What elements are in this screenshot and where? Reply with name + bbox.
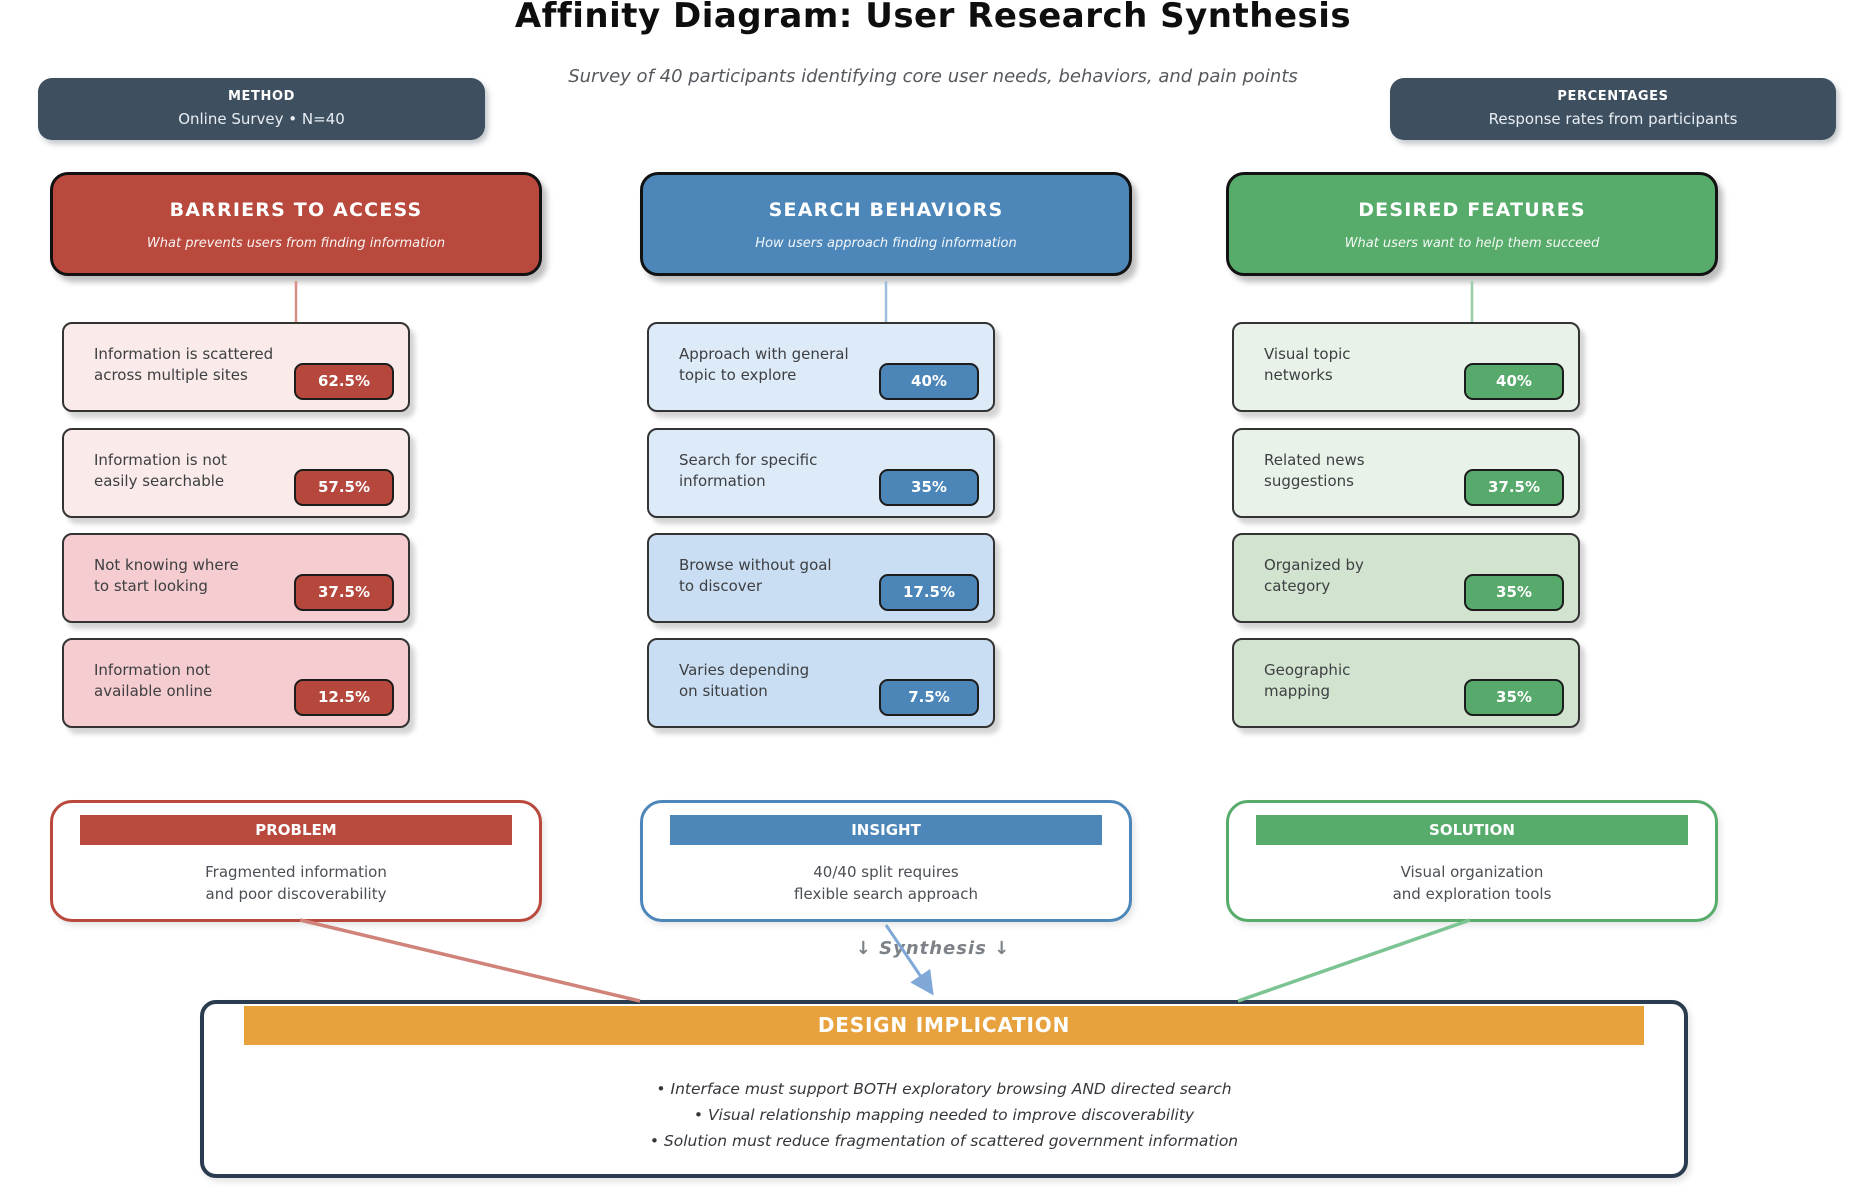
percentage-value-badge: 62.5%	[294, 363, 394, 400]
method-badge-subtitle: Online Survey • N=40	[178, 110, 345, 128]
percentage-value-badge: 40%	[1464, 363, 1564, 400]
arrow-problem-to-design	[299, 918, 641, 1003]
percentage-value-badge: 37.5%	[1464, 469, 1564, 506]
percentages-badge: PERCENTAGES Response rates from particip…	[1390, 78, 1836, 140]
design-implication-title: DESIGN IMPLICATION	[244, 1006, 1644, 1045]
design-bullet: • Interface must support BOTH explorator…	[656, 1080, 1232, 1098]
percentage-value-badge: 35%	[1464, 679, 1564, 716]
column-header-desired-features: DESIRED FEATURES What users want to help…	[1226, 172, 1718, 276]
arrow-solution-to-design	[1237, 918, 1471, 1003]
design-implication-box: DESIGN IMPLICATION • Interface must supp…	[200, 1000, 1688, 1178]
percentage-value-badge: 40%	[879, 363, 979, 400]
percentage-value-badge: 57.5%	[294, 469, 394, 506]
column-subtitle: What prevents users from finding informa…	[146, 236, 446, 251]
column-header-search-behaviors: SEARCH BEHAVIORS How users approach find…	[640, 172, 1132, 276]
percentage-value-badge: 37.5%	[294, 574, 394, 611]
percentage-value-badge: 7.5%	[879, 679, 979, 716]
method-badge: METHOD Online Survey • N=40	[38, 78, 485, 140]
column-title: SEARCH BEHAVIORS	[768, 199, 1004, 221]
design-bullet: • Visual relationship mapping needed to …	[693, 1106, 1195, 1124]
percentage-value-badge: 17.5%	[879, 574, 979, 611]
insight-box-title: INSIGHT	[670, 815, 1102, 845]
synthesis-label: ↓ Synthesis ↓	[855, 938, 1011, 959]
design-bullet: • Solution must reduce fragmentation of …	[649, 1132, 1239, 1150]
percentages-badge-subtitle: Response rates from participants	[1488, 110, 1738, 128]
percentage-value-badge: 35%	[879, 469, 979, 506]
solution-box-title: SOLUTION	[1256, 815, 1688, 845]
arrow-insight-to-design	[884, 924, 934, 996]
percentage-value-badge: 35%	[1464, 574, 1564, 611]
percentages-badge-title: PERCENTAGES	[1557, 89, 1669, 104]
page-subtitle: Survey of 40 participants identifying co…	[568, 66, 1298, 87]
percentage-value-badge: 12.5%	[294, 679, 394, 716]
column-title: DESIRED FEATURES	[1358, 199, 1586, 221]
problem-box-title: PROBLEM	[80, 815, 512, 845]
column-header-barriers: BARRIERS TO ACCESS What prevents users f…	[50, 172, 542, 276]
column-subtitle: How users approach finding information	[755, 236, 1017, 251]
method-badge-title: METHOD	[227, 89, 295, 104]
column-title: BARRIERS TO ACCESS	[169, 199, 423, 221]
design-implication-bullets: • Interface must support BOTH explorator…	[204, 1076, 1684, 1154]
column-subtitle: What users want to help them succeed	[1344, 236, 1600, 251]
page-title: Affinity Diagram: User Research Synthesi…	[514, 0, 1352, 36]
